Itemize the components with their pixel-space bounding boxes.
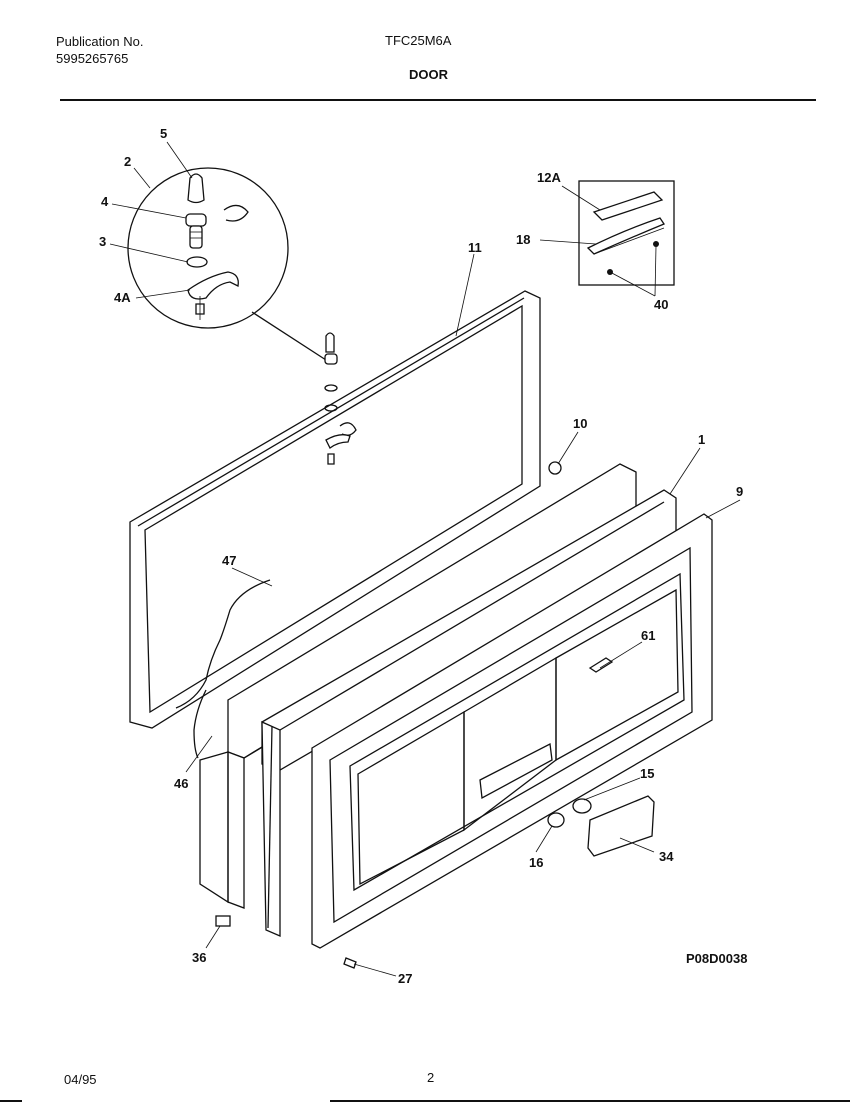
light-shield [587,795,655,857]
plug-button [548,461,562,475]
callout-leaders [109,141,741,977]
door-inner-panel [311,513,713,949]
publication-label: Publication No. [56,34,144,49]
light-socket [572,798,592,814]
wire-harness [175,579,271,709]
publication-number: 5995265765 [56,51,129,66]
callout-15: 15 [640,766,654,781]
callout-27: 27 [398,971,412,986]
model-number: TFC25M6A [385,33,452,48]
callout-16: 16 [529,855,543,870]
callout-9: 9 [736,484,743,499]
page-number: 2 [427,1070,435,1085]
handle-detail-box [578,180,675,286]
callout-12A: 12A [537,170,561,185]
drawing-code: P08D0038 [686,951,747,966]
light-bulb [547,812,565,828]
hinge-assembly [324,332,357,465]
callout-10: 10 [573,416,587,431]
footer-date: 04/95 [64,1072,97,1087]
scan-edge-strip [330,1100,850,1102]
screw [343,957,357,969]
hinge-detail-circle [127,167,289,329]
callout-1: 1 [698,432,705,447]
section-title: DOOR [409,67,448,82]
door-liner-frame [129,290,541,729]
callout-18: 18 [516,232,530,247]
callout-3: 3 [99,234,106,249]
latch-bracket [588,657,614,673]
callout-36: 36 [192,950,206,965]
detail-leader [251,311,327,361]
callout-61: 61 [641,628,655,643]
door-breaker-frame [261,489,677,937]
callout-4A: 4A [114,290,131,305]
callout-34: 34 [659,849,674,864]
callout-40: 40 [654,297,668,312]
header-rule [60,99,816,101]
callout-11: 11 [468,240,482,255]
callout-4: 4 [101,194,109,209]
callout-46: 46 [174,776,188,791]
callout-2: 2 [124,154,131,169]
scan-edge-mark [0,1100,22,1102]
callout-47: 47 [222,553,236,568]
latch-keeper [215,915,231,927]
callout-5: 5 [160,126,167,141]
